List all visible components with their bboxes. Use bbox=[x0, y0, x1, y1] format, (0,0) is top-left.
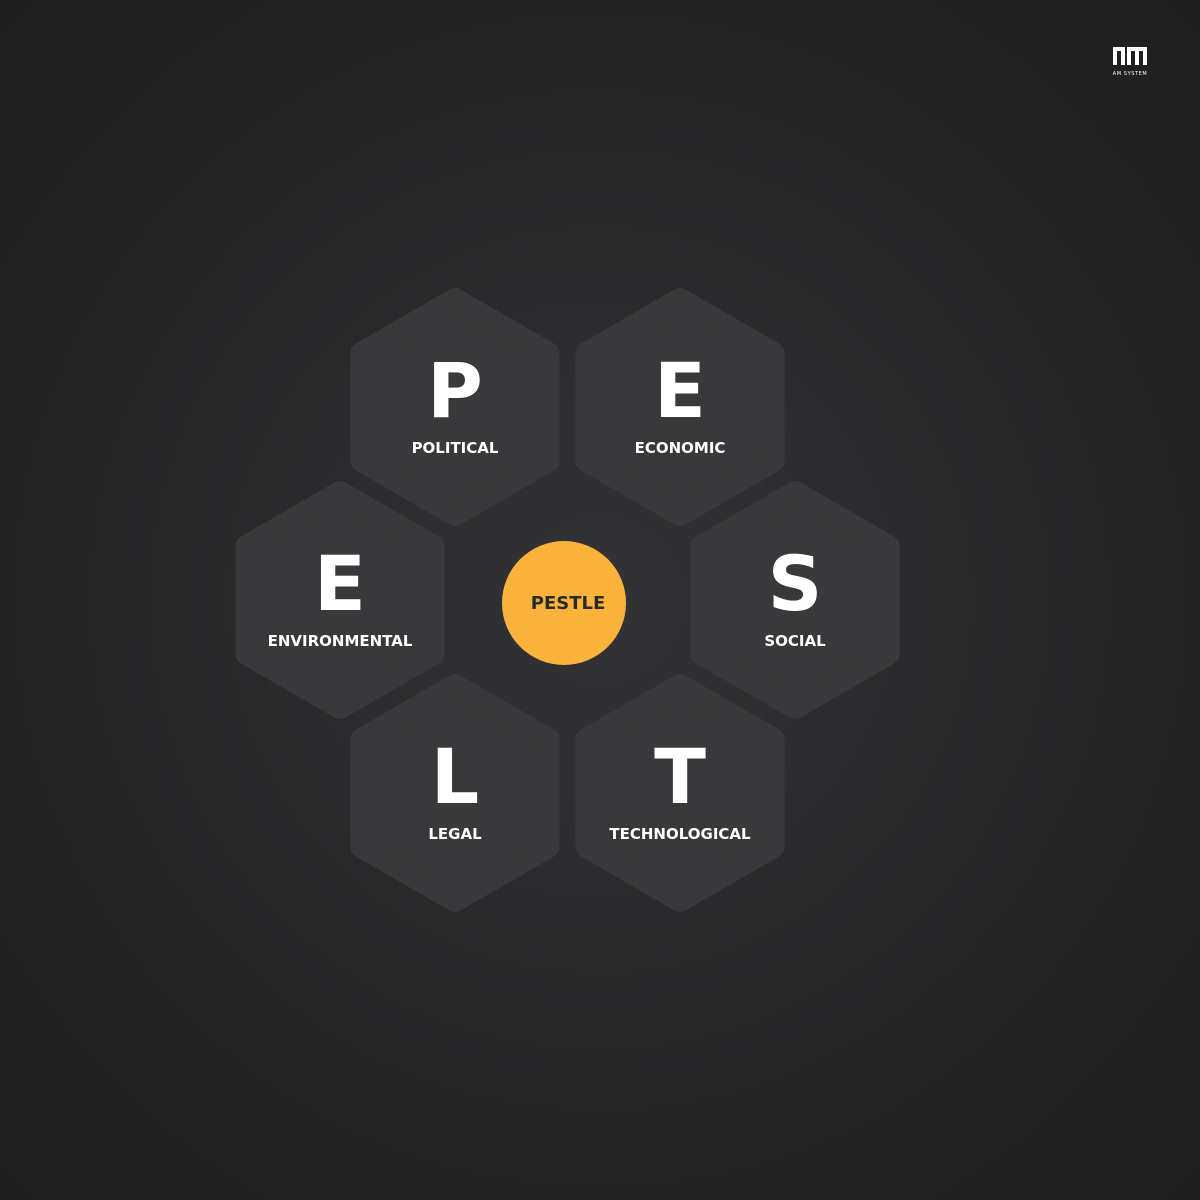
hexagon-political: P POLITICAL bbox=[350, 288, 560, 526]
hexagon-shape bbox=[350, 288, 560, 526]
hexagon-letter: P bbox=[427, 346, 483, 435]
hexagon-letter: E bbox=[314, 539, 366, 628]
brand-logo: AM SYSTEM bbox=[1108, 44, 1152, 77]
hexagon-letter: L bbox=[431, 732, 479, 821]
hexagon-shape bbox=[235, 481, 445, 719]
hexagon-letter: S bbox=[768, 539, 823, 628]
hexagon-label: ENVIRONMENTAL bbox=[268, 632, 413, 650]
hexagon-shape bbox=[350, 674, 560, 912]
hexagon-label: LEGAL bbox=[428, 825, 482, 843]
hexagon-letter: T bbox=[654, 732, 706, 821]
hexagon-label: SOCIAL bbox=[764, 632, 826, 650]
logo-subtitle: AM SYSTEM bbox=[1112, 71, 1148, 77]
hexagon-shape bbox=[575, 674, 785, 912]
hexagon-environmental: E ENVIRONMENTAL bbox=[235, 481, 445, 719]
hexagon-shape bbox=[575, 288, 785, 526]
hexagon-label: TECHNOLOGICAL bbox=[609, 825, 751, 843]
center-node: PESTLE bbox=[502, 541, 626, 665]
center-label: PESTLE bbox=[531, 593, 606, 614]
hexagon-legal: L LEGAL bbox=[350, 674, 560, 912]
hexagon-technological: T TECHNOLOGICAL bbox=[575, 674, 785, 912]
hexagon-label: POLITICAL bbox=[412, 439, 499, 457]
hexagon-social: S SOCIAL bbox=[690, 481, 900, 719]
logo-mark-icon bbox=[1113, 47, 1147, 65]
hexagon-shape bbox=[690, 481, 900, 719]
hexagon-letter: E bbox=[654, 346, 706, 435]
center-circle bbox=[502, 541, 626, 665]
hexagon-label: ECONOMIC bbox=[635, 439, 726, 457]
hexagon-economic: E ECONOMIC bbox=[575, 288, 785, 526]
